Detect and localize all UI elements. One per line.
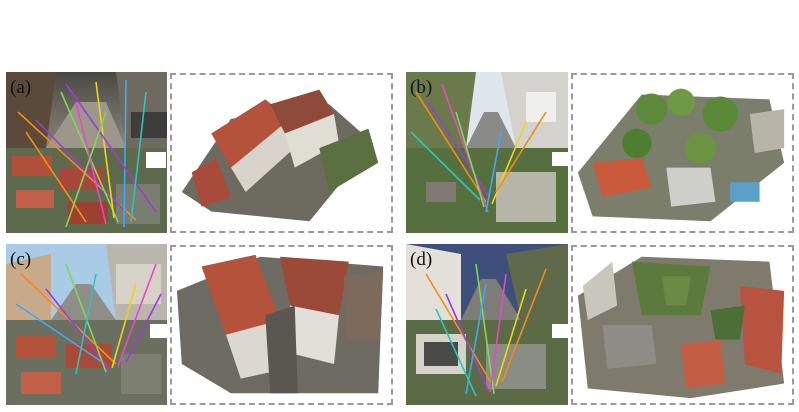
- panel-c-reconstruction: [170, 245, 393, 405]
- panel-c-label: (c): [10, 249, 32, 270]
- panel-d-photo: [406, 244, 568, 405]
- panel-d-label: (d): [410, 249, 433, 270]
- panel-b-reconstruction: [571, 73, 794, 233]
- panel-a-reconstruction: [170, 73, 393, 233]
- match-lines: [425, 263, 547, 397]
- panel-b-photo: [406, 72, 568, 233]
- match-lines: [410, 83, 547, 213]
- panel-a-photo: [6, 72, 167, 233]
- panel-a-label: (a): [10, 77, 32, 98]
- match-lines: [15, 263, 162, 375]
- panel-d-reconstruction: [571, 245, 794, 405]
- panel-c-photo: [6, 244, 167, 405]
- match-lines: [17, 79, 157, 228]
- panel-b-label: (b): [410, 77, 433, 98]
